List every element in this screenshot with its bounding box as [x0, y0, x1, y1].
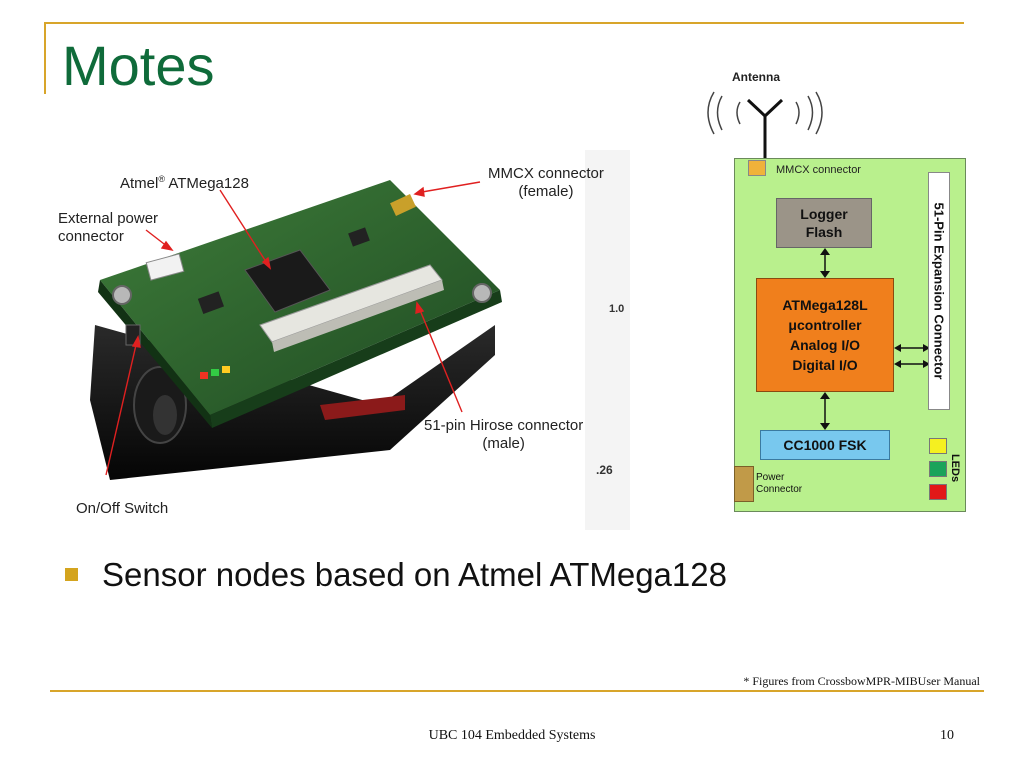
mcu-line1: ATMega128L [782, 297, 868, 313]
atmel-label-brand: Atmel [120, 175, 159, 192]
page-number: 10 [940, 728, 954, 743]
mcu-radio-arrow [820, 392, 830, 430]
mmcx-connector [390, 194, 416, 216]
power-connector-line1: Power [756, 472, 785, 483]
led-green [929, 461, 947, 477]
logger-flash-line2: Flash [805, 224, 843, 240]
hirose-label-line2: (male) [482, 435, 525, 452]
power-connector-block [734, 466, 754, 502]
figure-footnote: * Figures from CrossbowMPR-MIBUser Manua… [743, 674, 980, 688]
power-connector-label: Power Connector [756, 472, 802, 496]
block-diagram: Antenna MMCX connector Logger Flash ATMe… [690, 66, 980, 516]
antenna-label: Antenna [732, 70, 780, 84]
mmcx-block-label: MMCX connector [776, 164, 861, 176]
atmel-label-reg: ® [158, 174, 165, 184]
mmcx-label-line1: MMCX connector [488, 165, 604, 182]
external-power-label: External power connector [58, 210, 158, 246]
logger-mcu-arrow [820, 248, 830, 278]
edge-text-2: .26 [596, 463, 613, 477]
atmel-label: Atmel® ATMega128 [120, 170, 249, 193]
expansion-connector-label: 51-Pin Expansion Connector [931, 202, 947, 380]
left-frame-line [44, 22, 46, 94]
mote-photo [50, 150, 630, 530]
mmcx-block [748, 160, 766, 176]
antenna-icon [707, 91, 823, 158]
mcu-line3: Analog I/O [790, 337, 860, 353]
radio-block: CC1000 FSK [760, 430, 890, 460]
leds-label: LEDs [949, 453, 961, 483]
power-connector-line2: Connector [756, 484, 803, 495]
hirose-label: 51-pin Hirose connector (male) [424, 417, 583, 453]
onoff-label: On/Off Switch [76, 500, 169, 517]
bullet-marker [65, 568, 78, 581]
bullet-text: Sensor nodes based on Atmel ATMega128 [102, 556, 727, 593]
slide-title: Motes [62, 34, 215, 97]
led-red [929, 484, 947, 500]
mmcx-label-line2: (female) [518, 183, 574, 200]
top-frame-line [44, 22, 964, 24]
mote-photo-drawing [90, 150, 630, 530]
atmel-label-part: ATMega128 [168, 175, 249, 192]
external-power-label-line1: External power [58, 210, 159, 227]
hirose-label-line1: 51-pin Hirose connector [424, 417, 584, 434]
expansion-connector-block [928, 172, 950, 410]
microcontroller-block: ATMega128L μcontroller Analog I/O Digita… [756, 278, 894, 392]
mmcx-label: MMCX connector (female) [488, 165, 604, 201]
mcu-expansion-arrows [894, 344, 930, 368]
edge-text-1: 1.0 [609, 303, 625, 315]
external-power-label-line2: connector [58, 228, 124, 245]
led-yellow [929, 438, 947, 454]
mcu-line4: Digital I/O [792, 357, 858, 373]
logger-flash-line1: Logger [800, 206, 848, 222]
logger-flash-block: Logger Flash [776, 198, 872, 248]
mcu-line2: μcontroller [788, 317, 862, 333]
external-power-connector [145, 253, 185, 281]
footer-rule [50, 690, 984, 692]
footer-text: UBC 104 Embedded Systems [428, 728, 596, 743]
